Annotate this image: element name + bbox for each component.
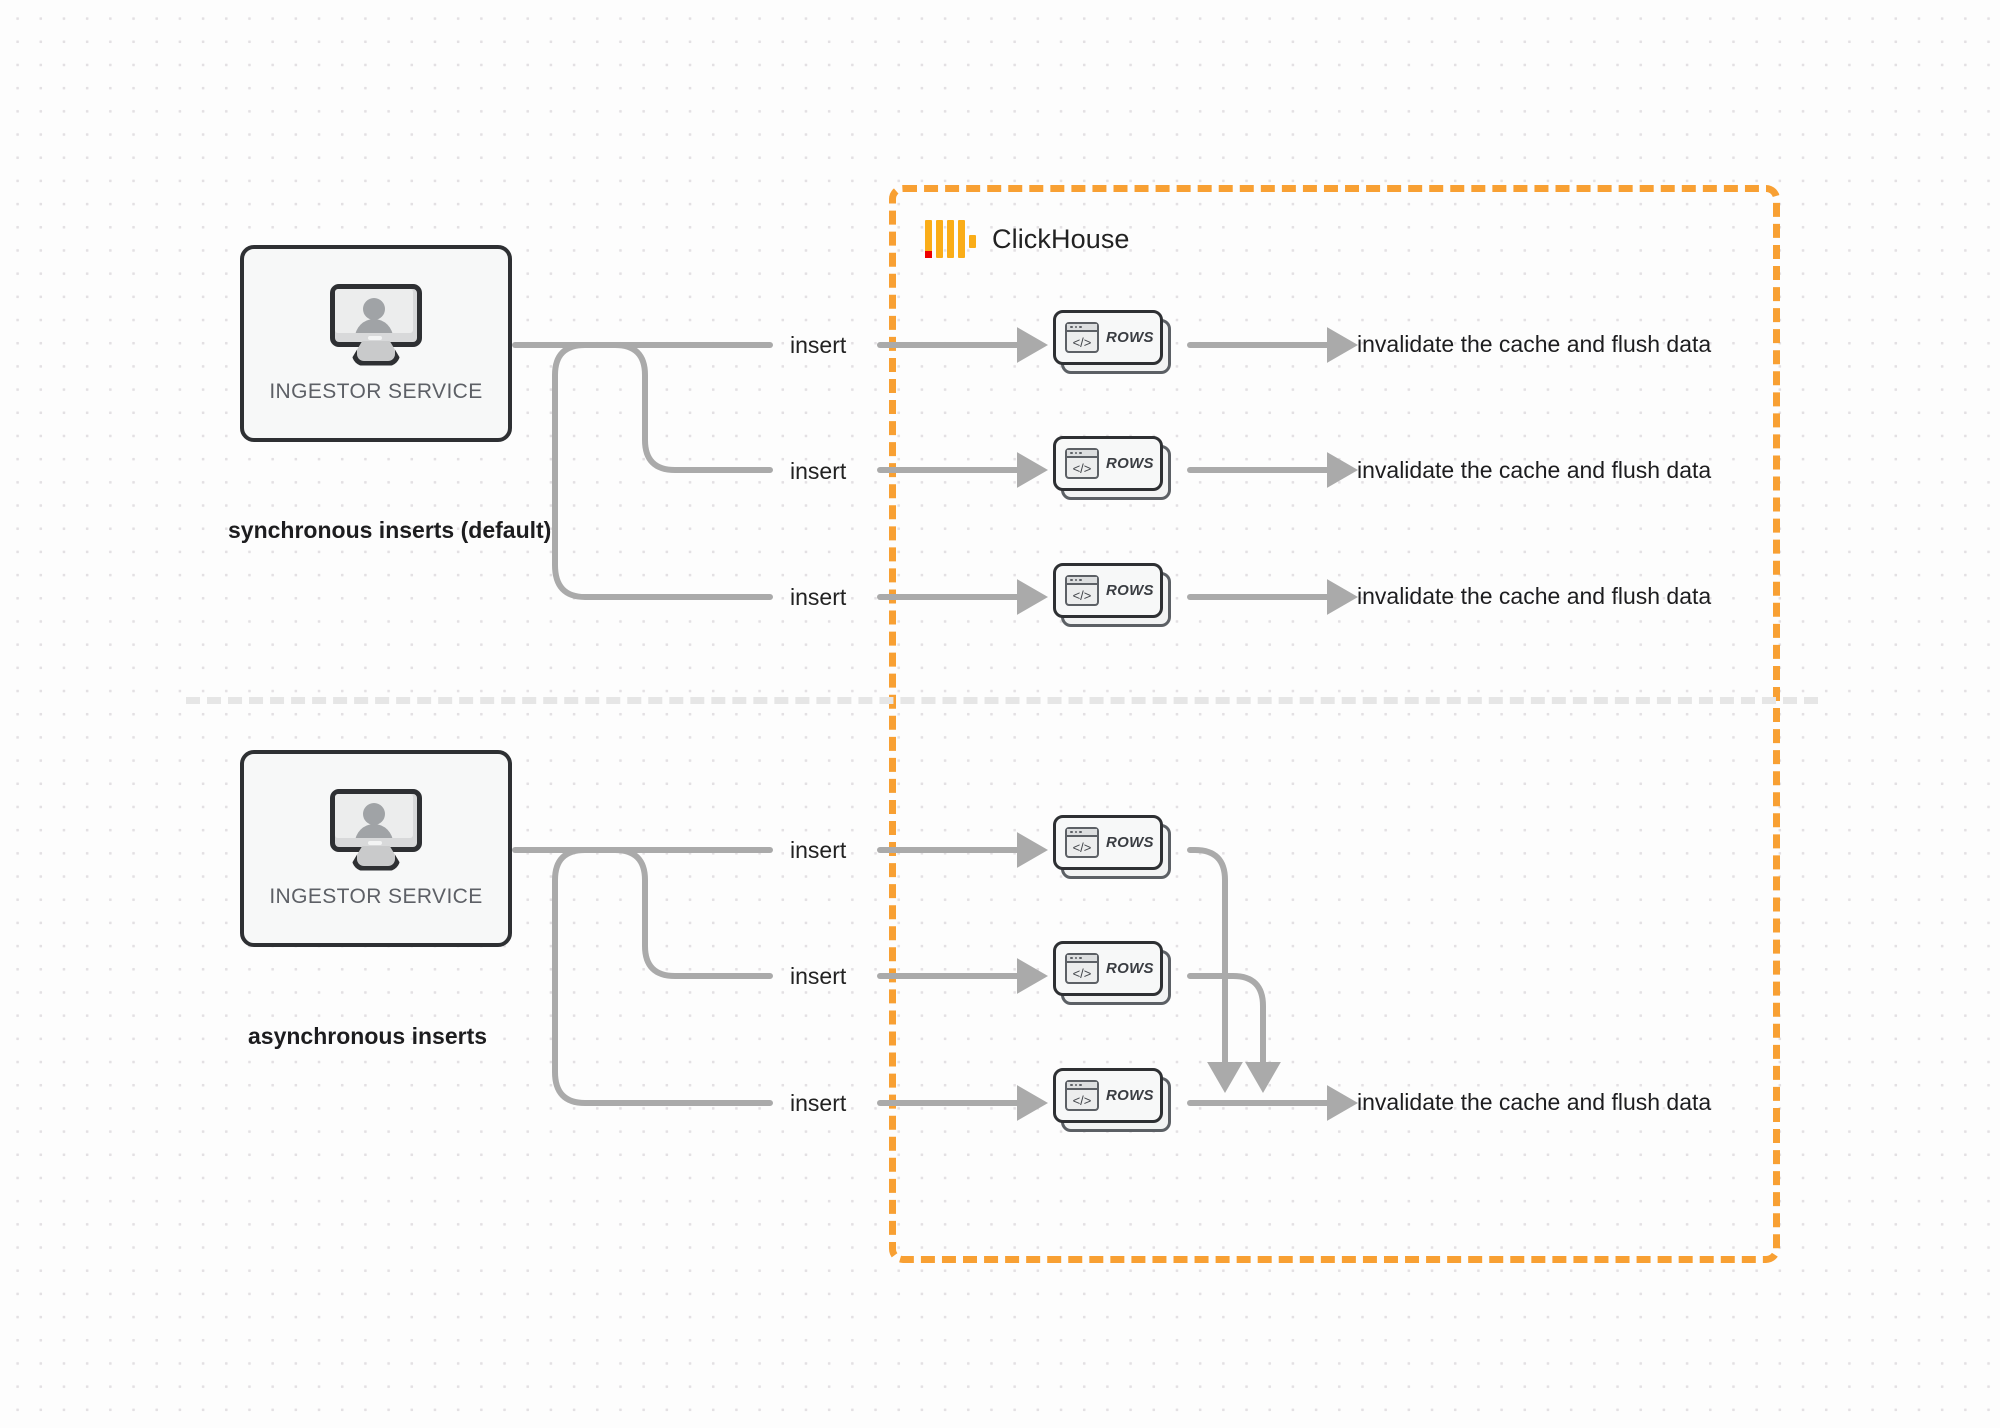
clickhouse-brand: ClickHouse [925,217,1130,261]
rows-card-async-1[interactable]: </> ROWS [1053,815,1171,879]
monitor-user-icon [330,788,422,871]
section-label-async: asynchronous inserts [248,1023,488,1049]
ingestor-service-async[interactable]: INGESTOR SERVICE [240,750,512,947]
code-window-icon: </> [1065,827,1099,858]
ingestor-service-sync[interactable]: INGESTOR SERVICE [240,245,512,442]
section-divider [186,697,1818,704]
rows-card-sync-1[interactable]: </> ROWS [1053,310,1171,374]
code-window-icon: </> [1065,953,1099,984]
monitor-user-icon [330,283,422,366]
insert-label-sync-3: insert [790,584,847,610]
rows-card-label: ROWS [1106,1087,1154,1104]
flush-label-sync-2: invalidate the cache and flush data [1357,457,1712,483]
rows-card-label: ROWS [1106,960,1154,977]
rows-card-label: ROWS [1106,834,1154,851]
flush-label-sync-3: invalidate the cache and flush data [1357,583,1712,609]
rows-card-sync-3[interactable]: </> ROWS [1053,563,1171,627]
rows-card-label: ROWS [1106,329,1154,346]
code-window-icon: </> [1065,448,1099,479]
rows-card-label: ROWS [1106,582,1154,599]
insert-label-sync-1: insert [790,332,847,358]
flush-label-sync-1: invalidate the cache and flush data [1357,331,1712,357]
insert-label-async-1: insert [790,837,847,863]
clickhouse-wordmark: ClickHouse [992,223,1130,254]
ingestor-service-label: INGESTOR SERVICE [269,884,483,908]
insert-label-sync-2: insert [790,458,847,484]
code-window-icon: </> [1065,575,1099,606]
rows-card-label: ROWS [1106,455,1154,472]
section-label-sync: synchronous inserts (default) [228,517,552,543]
clickhouse-boundary [889,185,1780,1263]
clickhouse-logo-icon [925,220,976,258]
rows-card-async-2[interactable]: </> ROWS [1053,941,1171,1005]
rows-card-async-3[interactable]: </> ROWS [1053,1068,1171,1132]
insert-label-async-3: insert [790,1090,847,1116]
rows-card-sync-2[interactable]: </> ROWS [1053,436,1171,500]
flush-label-async: invalidate the cache and flush data [1357,1089,1712,1115]
insert-label-async-2: insert [790,963,847,989]
ingestor-service-label: INGESTOR SERVICE [269,379,483,403]
code-window-icon: </> [1065,1080,1099,1111]
code-window-icon: </> [1065,322,1099,353]
